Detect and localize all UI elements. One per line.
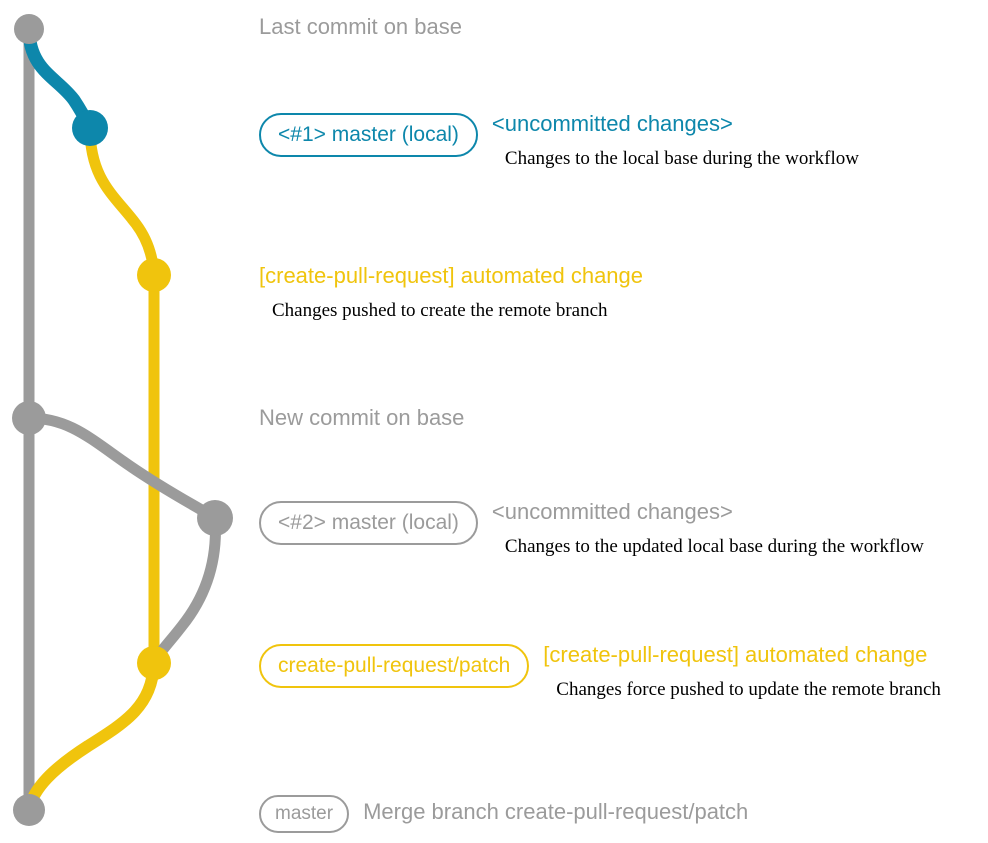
branch-local-2 <box>23 412 221 524</box>
row-local-change-1: <#1> master (local) <uncommitted changes… <box>259 113 859 168</box>
commit-headline: Merge branch create-pull-request/patch <box>363 799 749 824</box>
commit-description: Changes force pushed to update the remot… <box>556 679 941 700</box>
row-merge-commit: master Merge branch create-pull-request/… <box>259 795 748 833</box>
commit-description: Changes to the updated local base during… <box>504 536 924 557</box>
commit-description: Changes pushed to create the remote bran… <box>272 300 608 321</box>
branch-patch-1 <box>84 122 160 281</box>
branch-local-2-to-patch <box>148 512 221 669</box>
commit-headline: Last commit on base <box>259 14 462 39</box>
node-base-last <box>14 14 44 44</box>
row-automated-change-1: [create-pull-request] automated change C… <box>259 263 644 321</box>
branch-badge-local-1[interactable]: <#1> master (local) <box>259 113 478 157</box>
commit-headline: [create-pull-request] automated change <box>259 263 644 288</box>
commit-description: Changes to the local base during the wor… <box>504 148 859 169</box>
branch-badge-patch[interactable]: create-pull-request/patch <box>259 644 530 688</box>
node-base-new <box>12 401 46 435</box>
row-local-change-2: <#2> master (local) <uncommitted changes… <box>259 501 924 556</box>
branch-badge-local-2[interactable]: <#2> master (local) <box>259 501 478 545</box>
commit-headline: <uncommitted changes> <box>491 499 733 524</box>
branch-merge <box>23 657 160 816</box>
row-new-commit-on-base: New commit on base <box>259 407 464 429</box>
commit-headline: [create-pull-request] automated change <box>543 642 928 667</box>
branch-badge-master[interactable]: master <box>259 795 350 833</box>
commit-headline: <uncommitted changes> <box>491 111 733 136</box>
node-local-1 <box>72 110 108 146</box>
node-local-2 <box>197 500 233 536</box>
node-base-merge <box>13 794 45 826</box>
node-patch-1 <box>137 258 171 292</box>
node-patch-2 <box>137 646 171 680</box>
row-automated-change-2: create-pull-request/patch [create-pull-r… <box>259 644 941 699</box>
commit-headline: New commit on base <box>259 405 465 430</box>
row-last-commit-on-base: Last commit on base <box>259 16 462 38</box>
